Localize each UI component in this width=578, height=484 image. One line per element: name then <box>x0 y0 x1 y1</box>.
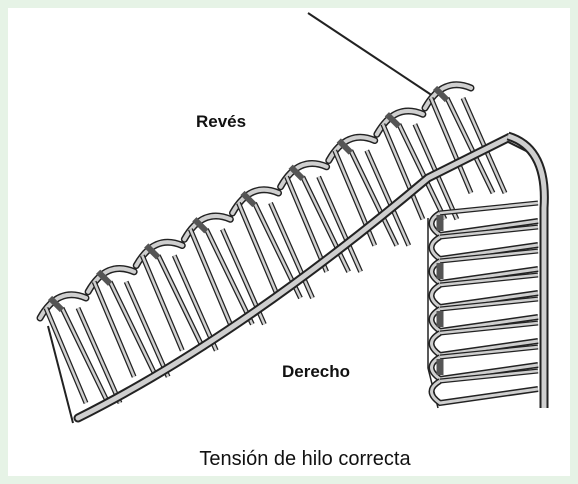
right-stitch-leg-fill <box>440 203 538 213</box>
label-right-side: Derecho <box>282 362 350 382</box>
needle-thread-line <box>308 13 433 96</box>
stitch-illustration <box>8 8 570 476</box>
stitch-leg-fill <box>46 308 86 403</box>
right-side-stitch-loops <box>432 203 539 403</box>
label-reverse-side: Revés <box>196 112 246 132</box>
diagram-panel: Revés Derecho Tensión de hilo correcta <box>8 8 570 476</box>
diagram-caption: Tensión de hilo correcta <box>8 448 570 471</box>
